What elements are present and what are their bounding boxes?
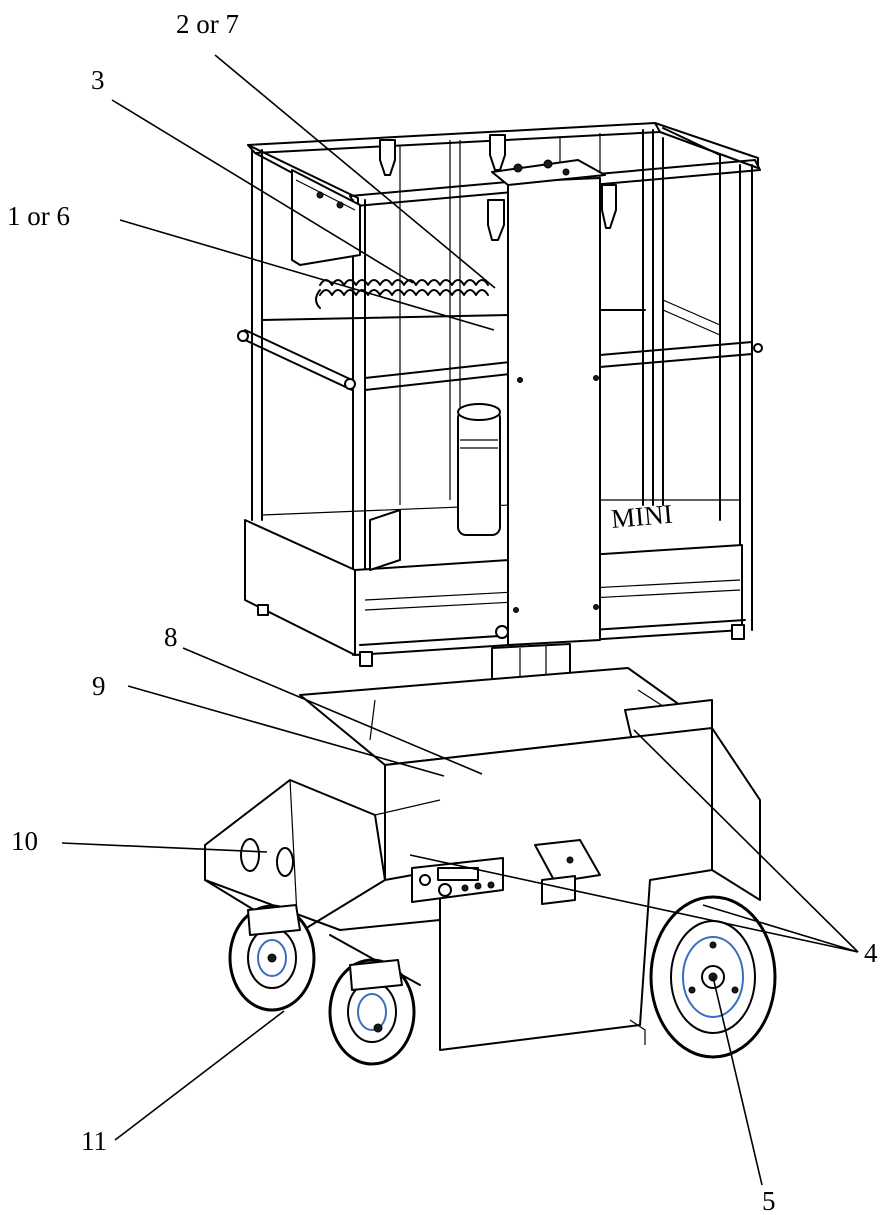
callout-label-9: 9	[92, 671, 106, 701]
callout-label-5: 5	[762, 1186, 776, 1215]
callout-label-10: 10	[11, 826, 38, 856]
leader-line-10	[61, 842, 268, 853]
callout-label-8: 8	[164, 622, 178, 652]
platform-basket: MINI	[237, 122, 763, 667]
leader-line-5	[712, 976, 763, 1186]
leader-line-4b	[409, 854, 859, 953]
leader-line-8	[182, 647, 483, 775]
callout-labels: 2 or 7 3 1 or 6 8 9 10 4 11 5	[7, 9, 878, 1215]
placard-text: MINI	[610, 499, 674, 534]
leader-line-4c	[702, 904, 859, 953]
callout-label-2or7: 2 or 7	[176, 9, 239, 39]
leader-line-11	[114, 1010, 285, 1141]
leader-lines	[61, 54, 859, 1186]
callout-label-11: 11	[81, 1126, 107, 1156]
callout-label-4: 4	[864, 938, 878, 968]
leader-line-4a	[633, 729, 859, 953]
leader-line-9	[127, 685, 445, 777]
callout-label-1or6: 1 or 6	[7, 201, 70, 231]
caster-wheel-rear	[228, 904, 316, 1012]
leader-line-3	[111, 99, 414, 284]
leader-line-1or6	[119, 219, 495, 331]
leader-line-2or7	[214, 54, 496, 289]
caster-wheel-front	[328, 958, 416, 1066]
callout-label-3: 3	[91, 65, 105, 95]
